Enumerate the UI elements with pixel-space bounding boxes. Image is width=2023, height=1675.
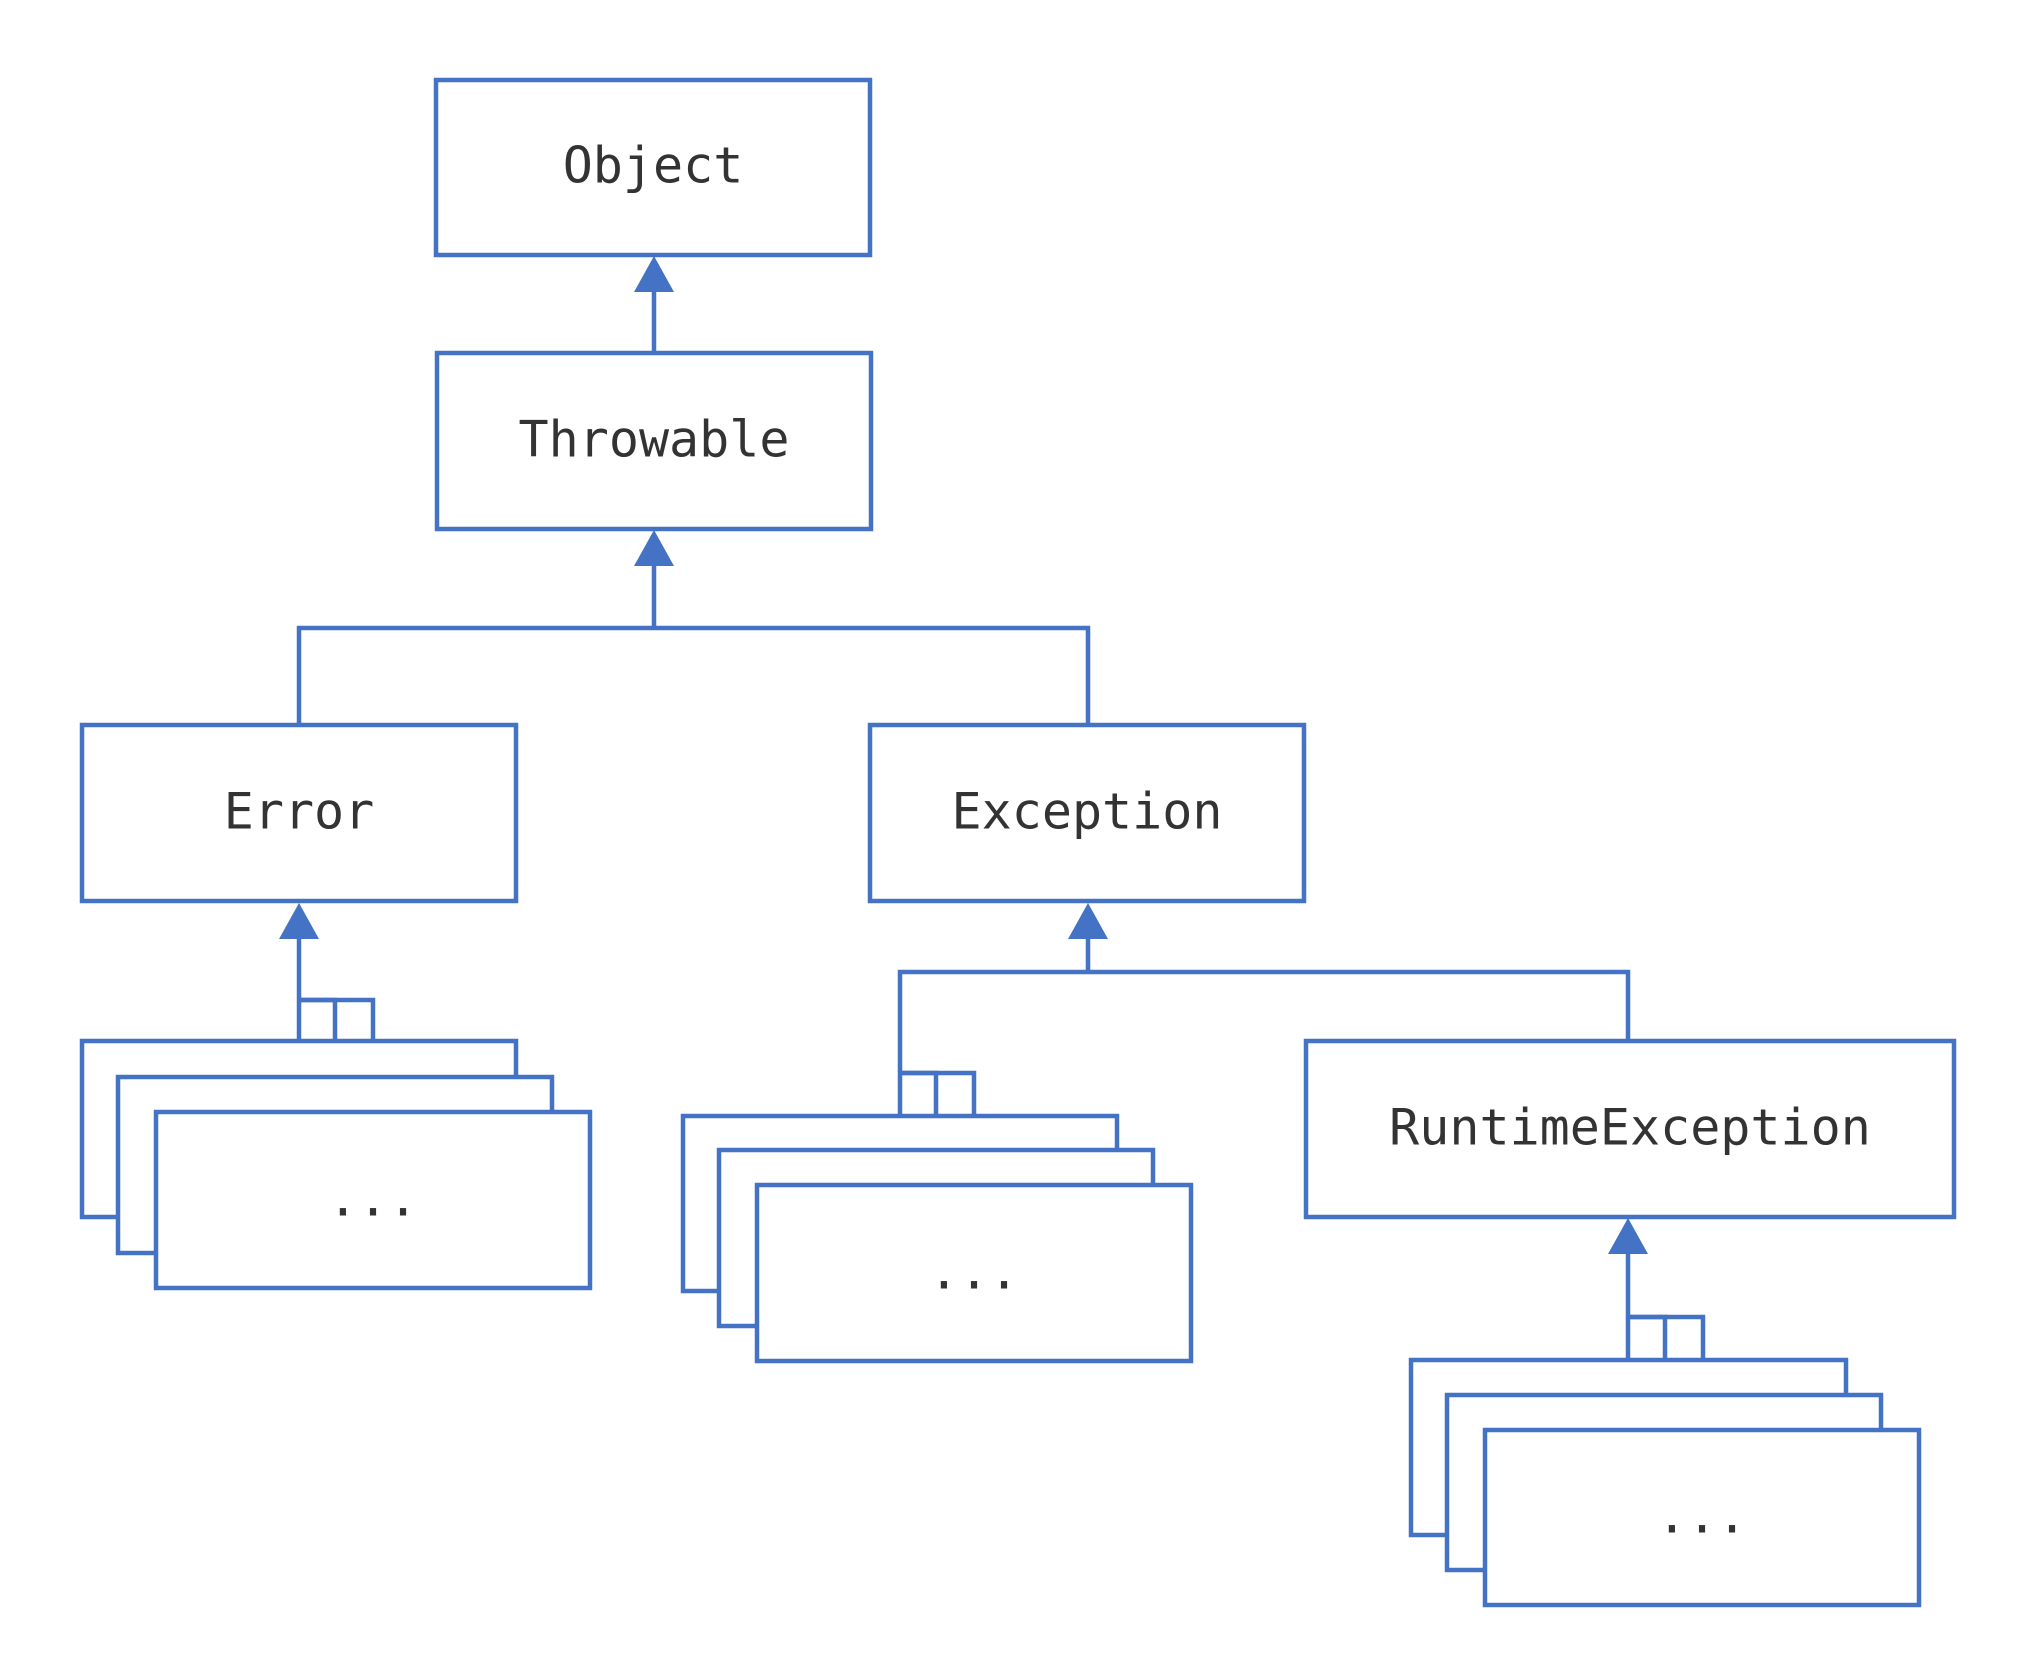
node-exception-box bbox=[867, 722, 1307, 904]
node-object: Object bbox=[433, 77, 873, 258]
node-object-label: Object bbox=[563, 137, 744, 195]
arrowhead-runtime-exception bbox=[1608, 1218, 1648, 1254]
node-error-box bbox=[79, 722, 519, 904]
node-error-label: Error bbox=[224, 783, 375, 841]
node-exception-label: Exception bbox=[952, 783, 1223, 841]
node-throwable: Throwable bbox=[434, 350, 874, 532]
edge-error-exception-throwable bbox=[296, 625, 1091, 724]
node-runtime-exception-label: RuntimeException bbox=[1389, 1099, 1871, 1157]
runtime-subclass-card-front bbox=[1482, 1427, 1922, 1608]
runtime-subclass-ellipsis: ... bbox=[1657, 1487, 1747, 1545]
error-subclass-ellipsis: ... bbox=[328, 1170, 418, 1228]
node-runtime-exception: RuntimeException bbox=[1303, 1038, 1957, 1220]
node-error: Error bbox=[79, 722, 519, 904]
node-throwable-label: Throwable bbox=[519, 411, 790, 469]
runtime-subclass-stack: ... bbox=[1408, 1357, 1922, 1608]
exception-subclass-stack: ... bbox=[680, 1113, 1194, 1364]
exception-subclass-card-front bbox=[754, 1182, 1194, 1364]
node-runtime-exception-box bbox=[1303, 1038, 1957, 1220]
arrowhead-object bbox=[634, 256, 674, 292]
error-subclass-card-front bbox=[153, 1109, 593, 1291]
node-throwable-box bbox=[434, 350, 874, 532]
error-subclass-stack: ... bbox=[79, 1038, 593, 1291]
node-exception: Exception bbox=[867, 722, 1307, 904]
node-object-box bbox=[433, 77, 873, 258]
arrowhead-error bbox=[279, 903, 319, 939]
arrowhead-exception bbox=[1068, 903, 1108, 939]
edge-exception-children bbox=[897, 969, 1631, 1115]
arrowhead-throwable bbox=[634, 530, 674, 566]
exception-subclass-ellipsis: ... bbox=[929, 1243, 1019, 1301]
